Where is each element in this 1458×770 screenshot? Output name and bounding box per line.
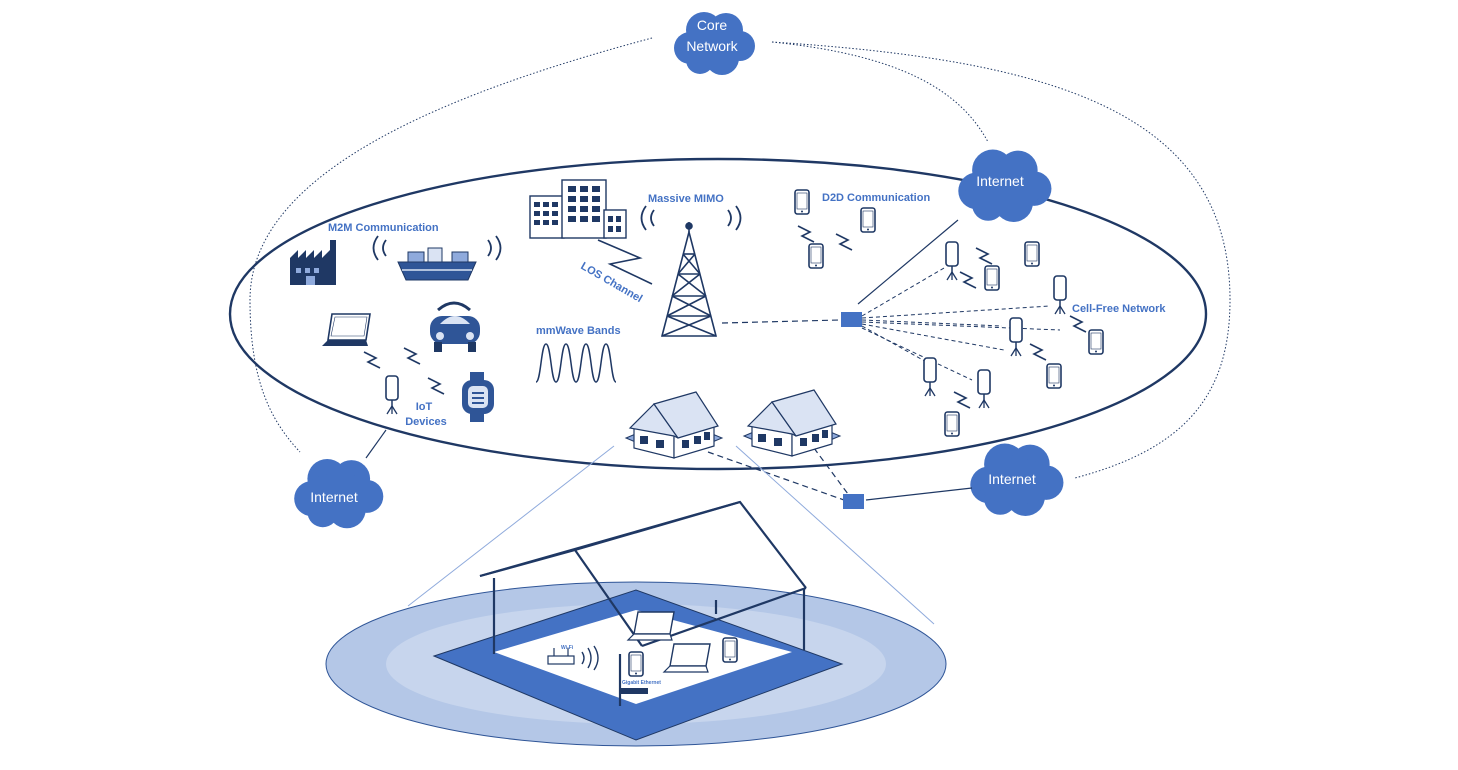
access-point-icon: [977, 369, 991, 409]
m2m-label: M2M Communication: [328, 222, 439, 234]
house-icon: [625, 391, 723, 459]
wireless-link-icon: [1029, 343, 1047, 361]
internet-label-top-right: Internet: [976, 173, 1024, 189]
home-devices: [547, 611, 738, 694]
smartphone-icon: [1046, 363, 1062, 389]
wireless-link-icon: [959, 271, 977, 289]
iot-to-internet-link: [365, 429, 387, 459]
coverage-ellipse: [228, 157, 1208, 471]
office-building-icon: [529, 179, 627, 239]
cellfree-to-internet-link: [857, 219, 959, 305]
wireless-link-icon: [363, 351, 381, 369]
core-to-left-internet-link: [249, 37, 653, 453]
los-zigzag-icon: [597, 239, 653, 285]
smartphone-icon: [860, 207, 876, 233]
d2d-link-icon: [797, 225, 815, 243]
house-to-switch-link: [707, 451, 845, 501]
zoom-lines: [407, 445, 935, 625]
router-icon: [547, 648, 575, 665]
smartphone-icon: [984, 265, 1000, 291]
wireless-link-icon: [403, 347, 421, 365]
wireless-link-icon: [953, 391, 971, 409]
switch-to-internet-link: [865, 487, 973, 501]
wifi-signal-icon: [581, 645, 599, 671]
smartphone-icon: [794, 189, 810, 215]
iot-label-2: Devices: [405, 416, 447, 428]
home-outline: [479, 500, 807, 706]
laptop-icon: [322, 313, 371, 346]
wireless-link-icon: [975, 247, 993, 265]
ship-signal-icon: [372, 235, 502, 261]
tower-to-cpu-link: [721, 319, 841, 324]
network-switch-icon: [843, 494, 864, 509]
internet-label-bottom-right: Internet: [988, 471, 1036, 487]
core-to-bottom-internet-link: [771, 41, 1231, 479]
mmwave-label: mmWave Bands: [536, 325, 621, 337]
smartphone-icon: [722, 637, 738, 663]
iot-label-1: IoT: [416, 401, 433, 413]
cell-free-fan: [861, 267, 1061, 381]
access-point-icon: [1053, 275, 1067, 315]
d2d-link-icon: [835, 233, 853, 251]
d2d-label: D2D Communication: [822, 192, 930, 204]
access-point-icon: [385, 375, 399, 415]
cell-free-devices: [923, 241, 1104, 437]
core-network-label-2: Network: [686, 38, 738, 54]
mmwave-signal-icon: [535, 343, 617, 383]
access-point-icon: [923, 357, 937, 397]
cell-free-label: Cell-Free Network: [1072, 303, 1166, 315]
laptop-icon: [662, 643, 711, 673]
smartphone-icon: [944, 411, 960, 437]
wifi-label: Wi-Fi: [561, 645, 574, 651]
wireless-link-icon: [1069, 315, 1087, 333]
smartphone-icon: [628, 651, 644, 677]
access-point-icon: [1009, 317, 1023, 357]
smartphone-icon: [808, 243, 824, 269]
internet-label-left: Internet: [310, 489, 358, 505]
access-point-icon: [945, 241, 959, 281]
smartphone-icon: [1024, 241, 1040, 267]
smartphone-icon: [1088, 329, 1104, 355]
wireless-link-icon: [427, 377, 445, 395]
cell-tower-icon: [660, 222, 718, 337]
ethernet-switch-icon: [620, 688, 648, 694]
core-network-label-1: Core: [697, 17, 728, 33]
factory-icon: [290, 240, 336, 285]
gigabit-ethernet-label: Gigabit Ethernet: [622, 680, 661, 686]
massive-mimo-label: Massive MIMO: [648, 193, 724, 205]
house-icon: [743, 389, 841, 457]
laptop-icon: [626, 611, 675, 641]
tower-signal-icon: [640, 205, 742, 231]
ship-icon: [397, 247, 477, 281]
core-network-links: [249, 37, 1231, 479]
core-to-top-internet-link: [771, 41, 989, 143]
smartwatch-icon: [462, 372, 494, 422]
car-icon: [430, 301, 480, 352]
los-channel-label: LOS Channel: [579, 260, 645, 305]
cell-free-cpu: [841, 312, 862, 327]
